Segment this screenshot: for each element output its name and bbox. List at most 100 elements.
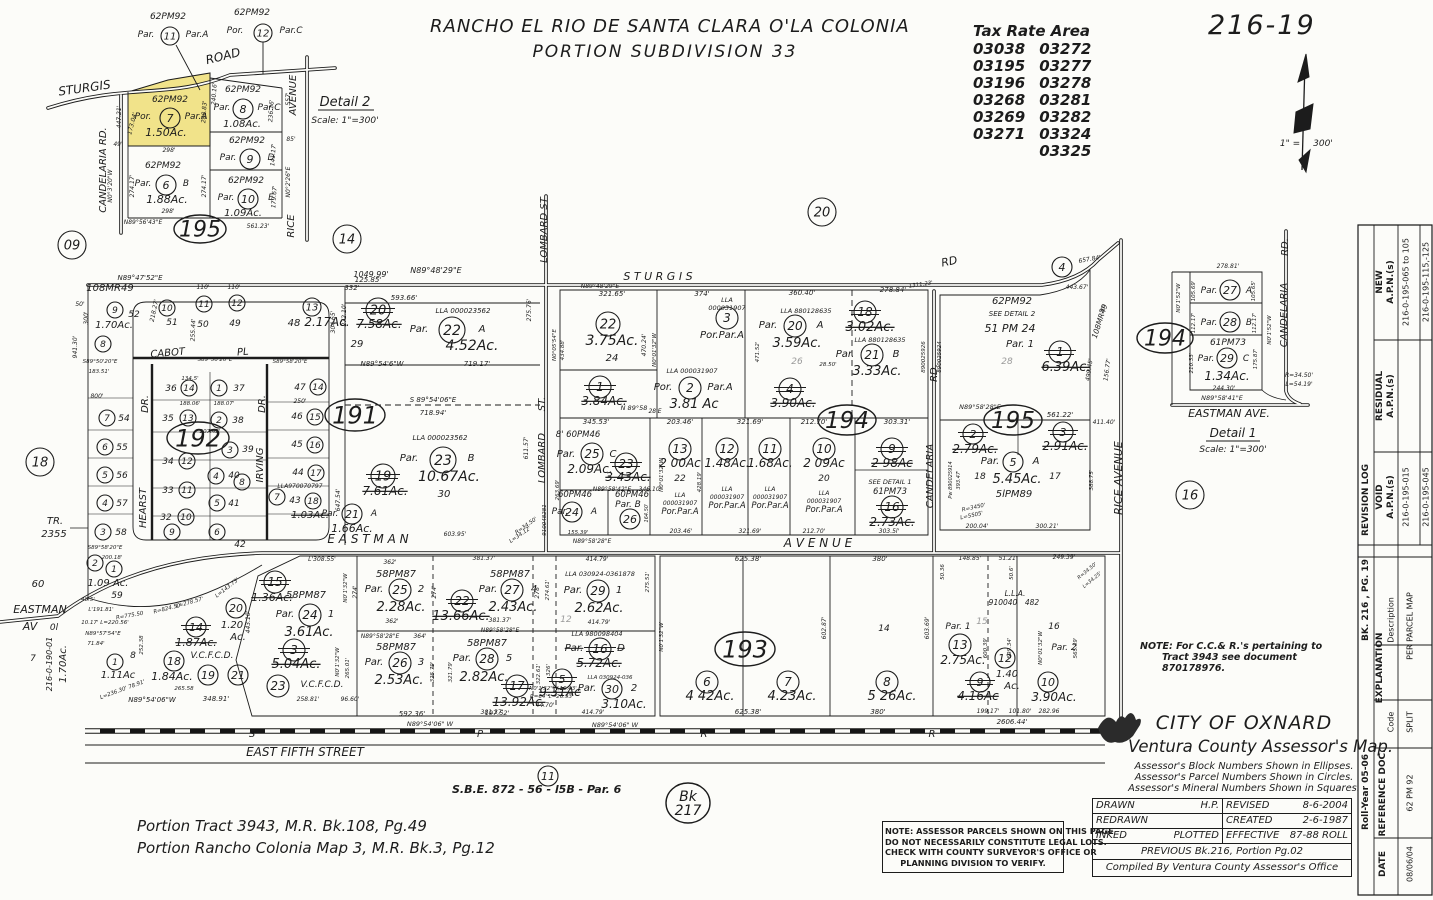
map-title: RANCHO EL RIO DE SANTA CLARA O'LA COLONI… [430, 16, 909, 62]
map-label: 3.90Ac. [1031, 690, 1076, 704]
map-label: 3 [418, 657, 424, 668]
map-label: 2.73Ac. [869, 515, 914, 529]
parcel-circle: 23 [429, 446, 457, 474]
map-label: CANDELARIA [925, 444, 936, 509]
map-label: 7.61Ac. [362, 484, 407, 498]
map-label: 50' [75, 301, 85, 308]
map-label: 50.36 [940, 564, 946, 580]
svg-text:21: 21 [231, 669, 245, 682]
svg-text:11: 11 [181, 486, 192, 496]
map-label: 414.79' [582, 709, 605, 716]
map-label: L=54.19' [1285, 381, 1313, 388]
map-label: 2606.44' [997, 718, 1028, 726]
map-label: 434.88' [560, 340, 566, 361]
map-label: 278.84' [880, 286, 906, 294]
parcel-circle: 2 [86, 554, 104, 572]
map-label: B [183, 179, 189, 189]
map-label: 20 [818, 474, 830, 484]
parcel-circle: 26 [619, 508, 641, 530]
map-label: N0°01'32"W [652, 333, 658, 367]
map-label: N89°58'41"E [1201, 394, 1244, 402]
map-label: 1.11Ac [101, 670, 136, 681]
parcel-circle: 27 [1219, 279, 1241, 301]
svg-text:11: 11 [541, 770, 555, 783]
map-label: S89°50'20"E [83, 359, 118, 365]
svg-text:2: 2 [686, 381, 694, 395]
map-label: 263.69' [555, 480, 561, 501]
map-label: 625.38' [735, 708, 761, 716]
title-line2: PORTION SUBDIVISION 33 [532, 42, 798, 62]
map-label: 272.10' [341, 303, 348, 326]
map-label: 388.75' [1089, 470, 1095, 491]
svg-text:195: 195 [179, 218, 221, 243]
map-label: Par. [479, 584, 498, 595]
map-label: N89°58'42"E [593, 486, 632, 493]
note-line: PLANNING DIVISION TO VERIFY. [900, 857, 1046, 868]
map-label: 5.72Ac. [576, 656, 621, 670]
map-label: 657.84' [1078, 254, 1102, 265]
map-label: Pw 890025914 [948, 461, 954, 498]
map-label: 24 [606, 353, 619, 364]
map-label: SEE DETAIL 2 [989, 310, 1036, 318]
svg-text:4: 4 [213, 472, 219, 482]
svg-text:12: 12 [998, 652, 1012, 665]
map-label: 345.53' [583, 418, 609, 426]
map-label: 411.40' [1093, 419, 1116, 426]
block-ellipse: 194 [1136, 322, 1194, 354]
svg-text:8: 8 [240, 103, 247, 116]
block-ellipse: 192 [166, 421, 230, 455]
map-label: EASTMAN AVE. [1188, 407, 1270, 420]
map-label: 561.22' [1047, 411, 1073, 419]
map-label: 15 [976, 617, 988, 627]
block-ellipse: 195 [983, 404, 1043, 436]
map-label: Detail 1 [1210, 426, 1257, 440]
map-label: Par. [981, 456, 1000, 467]
map-label: N0'1'32"W [659, 622, 665, 652]
map-label: 47 [294, 383, 306, 393]
map-label: EASTMAN [13, 603, 66, 616]
map-label: 274.61' [545, 580, 551, 601]
map-label: 603.69' [924, 616, 931, 639]
parcel-circle: 21 [341, 503, 363, 525]
map-label: 33 [162, 486, 174, 496]
footer-references: Portion Tract 3943, M.R. Bk.108, Pg.49 P… [137, 815, 495, 859]
map-label: SEE DETAIL 1 [868, 478, 911, 486]
void-apn-value2: 216-0-195-045 [1421, 467, 1431, 527]
map-label: 2.28Ac. [376, 600, 425, 615]
map-label: 2 00Ac [659, 456, 701, 470]
map-label: 471.52' [755, 342, 761, 363]
map-label: 300' [83, 311, 90, 324]
map-label: Par. [565, 643, 584, 654]
map-label: 36 [165, 384, 177, 394]
map-label: 380' [870, 708, 885, 716]
parcel-circle: 13 [668, 437, 692, 461]
map-label: N89°57'54"E [85, 631, 121, 637]
map-label: LLA [722, 486, 733, 493]
map-label: Por. [227, 26, 244, 36]
map-label: 274' [431, 585, 438, 598]
map-label: 321.79' [448, 662, 454, 683]
map-label: Par. [552, 507, 569, 517]
map-label: 244.30' [1213, 385, 1236, 392]
map-label: B [468, 453, 475, 464]
map-label: 2.09Ac. [567, 462, 612, 476]
map-label: 35 [162, 414, 174, 424]
parcel-circle: 18 [25, 447, 55, 477]
svg-text:20: 20 [787, 319, 803, 333]
map-label: 374' [694, 290, 709, 298]
svg-text:29: 29 [590, 584, 605, 598]
map-label: 156.77' [1102, 358, 1112, 382]
map-label: 602.87' [821, 616, 828, 639]
map-label: 50 [197, 320, 209, 330]
map-label: A [1245, 286, 1252, 296]
map-label: N0'1'32"W [335, 647, 341, 677]
map-label: C [610, 449, 617, 460]
parcel-circle: 1 [210, 379, 228, 397]
map-label: 44.70' [536, 702, 555, 709]
map-label: 3.90Ac. [770, 396, 815, 410]
tax-rate-value: 03282 [1039, 108, 1092, 126]
map-label: 2.75Ac. [940, 653, 985, 667]
map-label: 101.80' [1009, 708, 1032, 715]
parcel-circle: 3 [94, 523, 112, 541]
parcel-circle: 16 [584, 637, 616, 661]
